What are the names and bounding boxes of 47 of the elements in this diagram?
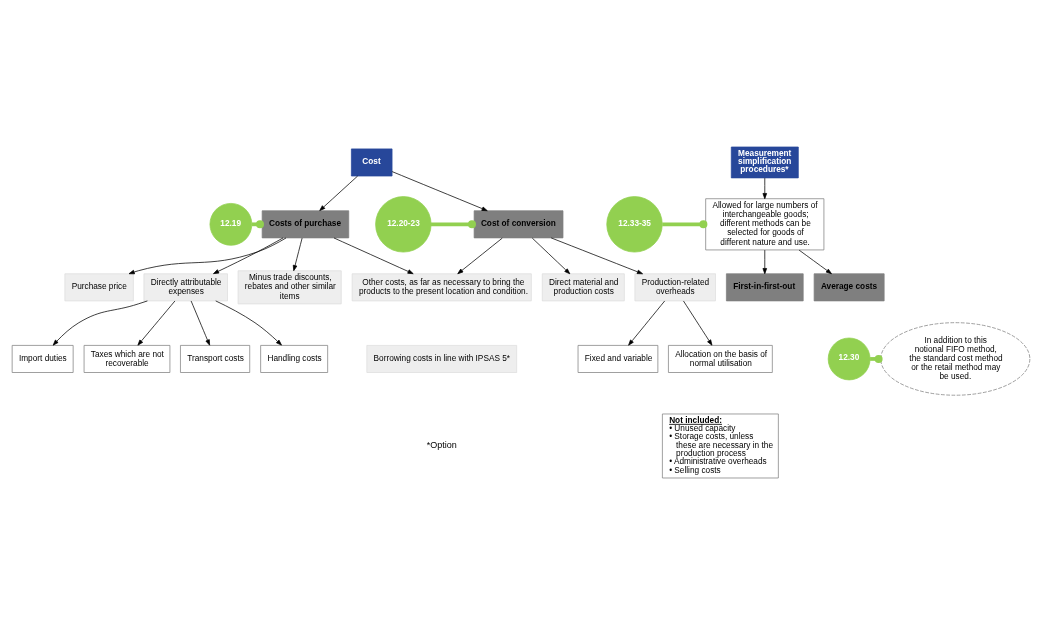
node-box: Allocation on the basis of normal utilisation [668, 345, 773, 373]
arrow [531, 237, 571, 275]
node-box: Allowed for large numbers of interchangeable goods; different methods can be selected for goods of different nature and use. [705, 198, 825, 251]
node-box: Directly attributable expenses [143, 273, 228, 302]
arrow [319, 175, 359, 211]
node-box: Handling costs [260, 345, 329, 373]
node-box: Measurement simplification procedures* [730, 146, 799, 179]
node-box: Not included: • Unused capacity • Storage costs, unless these are necessary in the production process • Administrative overheads • Selling costs [662, 413, 779, 479]
connector [662, 220, 708, 229]
node-circle: 12.20-23 [375, 196, 432, 253]
node-box: Cost [351, 148, 393, 177]
arrow [457, 237, 503, 275]
node-box: Direct material and production costs [541, 273, 625, 302]
arrow [52, 300, 148, 346]
label: *Option [426, 440, 457, 451]
arrow [190, 300, 210, 346]
node-box: Taxes which are not recoverable [83, 345, 171, 373]
arrow [128, 237, 287, 275]
node-box: Import duties [11, 345, 74, 373]
node-circle: 12.33-35 [606, 196, 663, 253]
arrow [683, 300, 713, 346]
node-box: Average costs [813, 273, 885, 302]
arrow [333, 237, 414, 275]
node-box: Borrowing costs in line with IPSAS 5* [366, 345, 518, 373]
node-box: Purchase price [64, 273, 134, 302]
node-box: Fixed and variable [577, 345, 659, 373]
node-box: Cost of conversion [473, 210, 564, 239]
node-box: Production-related overheads [634, 273, 716, 302]
arrow [215, 300, 282, 346]
node-box: Transport costs [180, 345, 251, 373]
arrow [628, 300, 666, 346]
connector [431, 220, 476, 229]
arrow [137, 300, 176, 346]
node-box: Other costs, as far as necessary to bring the products to the present location and condition. [351, 273, 532, 302]
arrow [213, 237, 284, 274]
node-circle: 12.19 [209, 203, 253, 246]
node-circle: 12.30 [827, 337, 871, 381]
node-box: Minus trade discounts, rebates and other similar items [237, 270, 342, 305]
node-box: Costs of purchase [261, 210, 350, 239]
arrow [391, 171, 488, 212]
arrow [292, 237, 303, 272]
arrow [550, 237, 643, 275]
node-box: First-in-first-out [726, 273, 804, 302]
arrow [798, 249, 832, 275]
arrow [762, 249, 767, 275]
arrow [762, 177, 767, 200]
node-ellipse: In addition to this notional FIFO method, the standard cost method or the retail method may be used. [880, 322, 1031, 396]
